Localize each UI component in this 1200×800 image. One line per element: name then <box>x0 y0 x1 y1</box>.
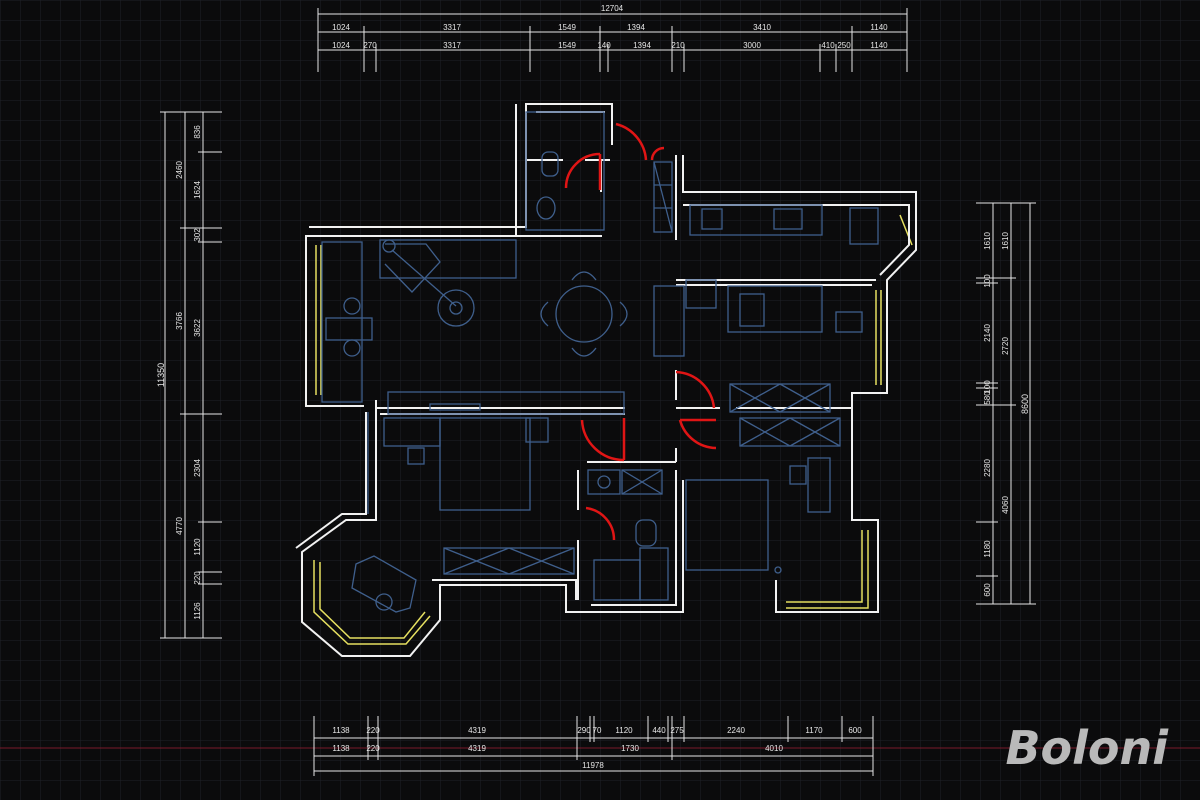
dim-bottom-r2-1: 1138 <box>332 744 350 753</box>
dim-bottom-r2-3: 4319 <box>468 744 486 753</box>
dim-bottom-r1-8: 275 <box>670 726 684 735</box>
dim-top-r2-8: 3000 <box>743 41 761 50</box>
dim-top-r2-11: 1140 <box>870 41 888 50</box>
dim-left-inner-2: 1624 <box>193 181 202 199</box>
dim-top-r1-6: 1140 <box>870 23 888 32</box>
dim-top-r1-5: 3410 <box>753 23 771 32</box>
doors <box>564 122 717 541</box>
dim-left-inner-3: 302 <box>193 228 202 242</box>
dim-bottom-r1-11: 600 <box>848 726 862 735</box>
dim-right-inner-3: 2140 <box>983 324 992 342</box>
dim-left-outer-1: 2460 <box>175 161 184 179</box>
dim-top-r2-2: 270 <box>363 41 377 50</box>
right-dimension-chain <box>976 202 1036 605</box>
dim-left-inner-1: 836 <box>193 125 202 139</box>
dim-top-r1-1: 1024 <box>332 23 350 32</box>
dim-bottom-overall: 11978 <box>582 761 604 770</box>
dim-top-r1-4: 1394 <box>627 23 645 32</box>
top-dimension-chain <box>317 8 908 72</box>
dim-right-inner-7: 1180 <box>983 540 992 558</box>
dim-top-r2-1: 1024 <box>332 41 350 50</box>
dim-right-inner-2: 100 <box>983 274 992 288</box>
dim-bottom-r1-2: 220 <box>366 726 380 735</box>
dim-top-r2-9: 410 <box>821 41 835 50</box>
dim-right-outer-1: 1610 <box>1001 232 1010 250</box>
dim-right-inner-5: 580 <box>983 391 992 405</box>
dim-right-inner-6: 2280 <box>983 459 992 477</box>
boloni-logo: Boloni <box>1005 721 1169 775</box>
left-dimension-chain <box>160 111 222 639</box>
dim-bottom-r2-2: 220 <box>366 744 380 753</box>
dim-right-inner-4: 100 <box>983 380 992 394</box>
dim-right-inner-8: 600 <box>983 583 992 597</box>
dim-top-r2-7: 210 <box>671 41 685 50</box>
dim-left-inner-7: 220 <box>193 571 202 585</box>
dim-left-inner-4: 3622 <box>193 319 202 337</box>
dim-top-overall: 12704 <box>601 4 624 13</box>
dim-left-outer-3: 4770 <box>175 517 184 535</box>
dim-top-r2-5: 140 <box>597 41 611 50</box>
dim-bottom-r1-7: 440 <box>652 726 666 735</box>
furniture <box>321 111 879 613</box>
dim-right-inner-1: 1610 <box>983 232 992 250</box>
dim-left-outer-2: 3766 <box>175 312 184 330</box>
window-glazing <box>313 214 913 645</box>
dim-top-r2-4: 1549 <box>558 41 576 50</box>
dim-bottom-r2-4: 1730 <box>621 744 639 753</box>
dim-left-inner-6: 1120 <box>193 538 202 556</box>
dim-top-r2-3: 3317 <box>443 41 461 50</box>
dim-bottom-r2-5: 4010 <box>765 744 783 753</box>
dim-left-overall: 11350 <box>156 363 166 387</box>
dim-bottom-r1-6: 1120 <box>615 726 633 735</box>
dim-top-r2-10: 250 <box>837 41 851 50</box>
dim-right-overall: 8600 <box>1020 394 1030 414</box>
dim-bottom-r1-4: 290 <box>577 726 591 735</box>
dim-top-r2-6: 1394 <box>633 41 651 50</box>
dim-left-inner-5: 2304 <box>193 459 202 477</box>
dim-bottom-r1-5: 70 <box>593 726 602 735</box>
dim-top-r1-3: 1549 <box>558 23 576 32</box>
dim-right-outer-2: 2720 <box>1001 337 1010 355</box>
dim-right-outer-3: 4060 <box>1001 496 1010 514</box>
dim-bottom-r1-1: 1138 <box>332 726 350 735</box>
dim-bottom-r1-9: 2240 <box>727 726 745 735</box>
dim-top-r1-2: 3317 <box>443 23 461 32</box>
bottom-dimension-chain <box>313 716 874 776</box>
dim-left-inner-8: 1126 <box>193 602 202 620</box>
dim-bottom-r1-10: 1170 <box>805 726 823 735</box>
dim-bottom-r1-3: 4319 <box>468 726 486 735</box>
